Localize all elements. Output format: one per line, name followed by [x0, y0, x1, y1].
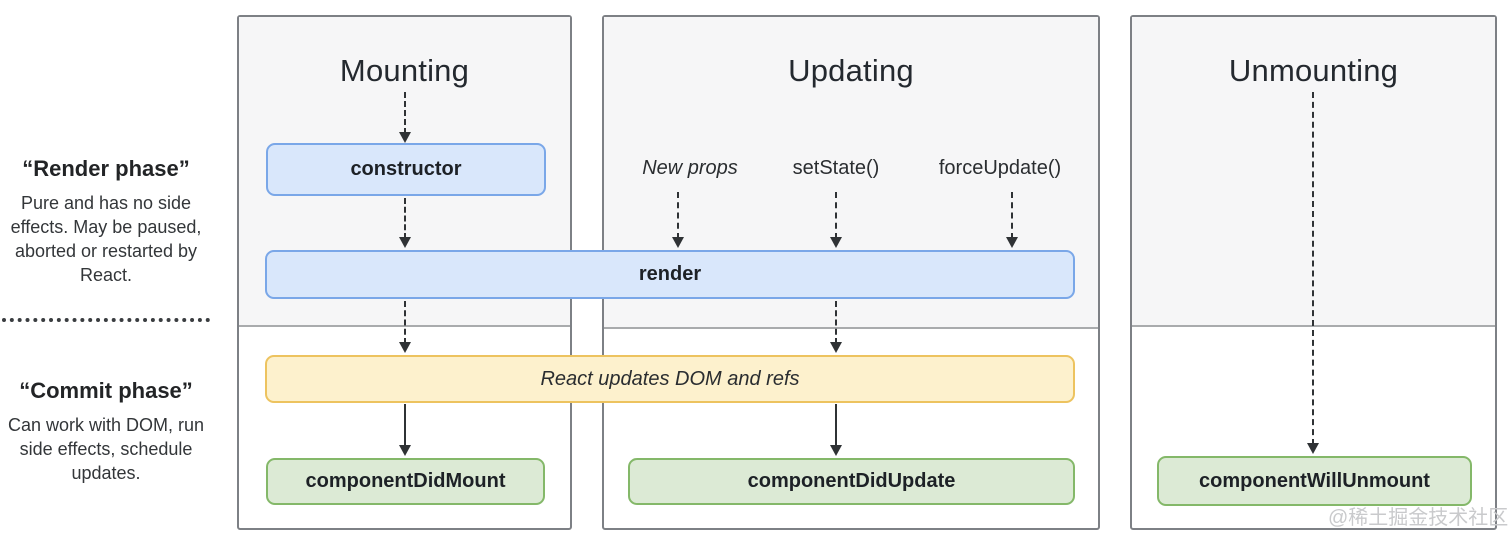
- unmounting-column-title: Unmounting: [1228, 53, 1399, 88]
- arrow-setstate-to-render: [830, 192, 842, 248]
- new-props-label: New props: [642, 157, 738, 179]
- arrow-constructor-to-render: [399, 198, 411, 248]
- react-updates-dom-node: React updates DOM and refs: [265, 355, 1075, 403]
- updating-column-title: Updating: [788, 53, 914, 88]
- arrow-new-props-to-render: [672, 192, 684, 248]
- arrow-dom-update-to-componentdidupdate: [830, 404, 842, 456]
- arrow-render-to-dom-update-updating: [830, 301, 842, 353]
- arrow-forceupdate-to-render: [1006, 192, 1018, 248]
- setstate-label: setState(): [792, 157, 880, 179]
- arrow-mounting-to-constructor: [399, 92, 411, 143]
- phase-divider-dotted-line: [2, 318, 210, 322]
- forceupdate-label: forceUpdate(): [938, 157, 1062, 179]
- componentdidupdate-node: componentDidUpdate: [628, 458, 1075, 505]
- render-phase-label-block: “Render phase” Pure and has no side effe…: [0, 156, 212, 287]
- arrow-dom-update-to-componentdidmount: [399, 404, 411, 456]
- render-phase-description: Pure and has no side effects. May be pau…: [10, 193, 202, 285]
- commit-phase-label-block: “Commit phase” Can work with DOM, run si…: [0, 378, 212, 485]
- watermark-text: @稀土掘金技术社区: [1328, 507, 1509, 529]
- render-phase-title: “Render phase”: [22, 156, 190, 181]
- mounting-column-title: Mounting: [339, 53, 470, 88]
- render-node: render: [265, 250, 1075, 299]
- arrow-unmounting-to-componentwillunmount: [1307, 92, 1319, 454]
- commit-phase-description: Can work with DOM, run side effects, sch…: [7, 415, 205, 483]
- commit-phase-title: “Commit phase”: [19, 378, 193, 403]
- componentdidmount-node: componentDidMount: [266, 458, 545, 505]
- componentwillunmount-node: componentWillUnmount: [1157, 456, 1472, 506]
- constructor-node: constructor: [266, 143, 546, 196]
- arrow-render-to-dom-update-mounting: [399, 301, 411, 353]
